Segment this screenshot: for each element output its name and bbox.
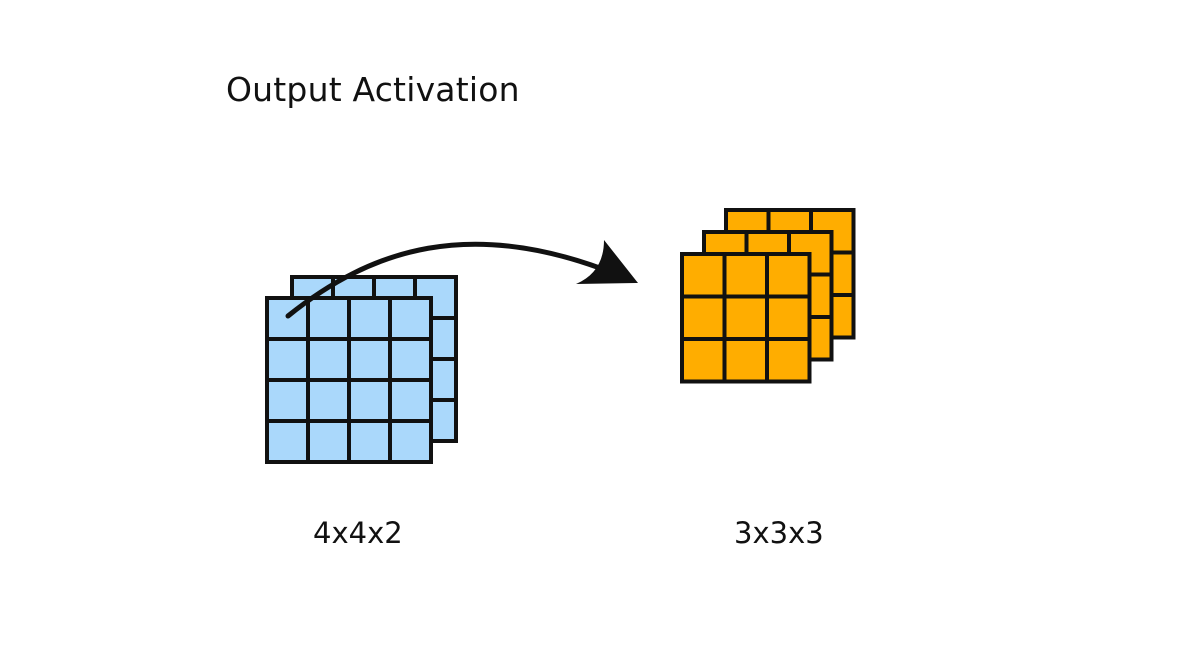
input-tensor-cell — [347, 337, 392, 382]
input-tensor-cell — [347, 296, 392, 341]
arrow-curve — [285, 241, 621, 319]
output-tensor-stack — [680, 208, 856, 384]
input-tensor-layer-1 — [265, 296, 433, 464]
output-tensor-cell — [765, 252, 812, 299]
output-dimension-label: 3x3x3 — [734, 516, 824, 550]
input-dimension-label: 4x4x2 — [313, 516, 403, 550]
diagram-title: Output Activation — [226, 70, 520, 109]
input-tensor-cell — [306, 419, 351, 464]
input-tensor-cell — [347, 378, 392, 423]
output-tensor-cell — [680, 252, 727, 299]
output-tensor-cell — [765, 294, 812, 341]
input-tensor-cell — [306, 337, 351, 382]
input-tensor-cell — [388, 296, 433, 341]
arrow-head — [576, 240, 638, 284]
output-tensor-cell — [722, 252, 769, 299]
input-tensor-cell — [388, 419, 433, 464]
input-tensor-cell — [347, 419, 392, 464]
input-tensor-stack — [265, 275, 458, 464]
input-tensor-cell — [306, 296, 351, 341]
transform-arrow-icon — [285, 240, 638, 319]
output-tensor-cell — [722, 294, 769, 341]
input-tensor-cell — [388, 337, 433, 382]
input-tensor-cell — [306, 378, 351, 423]
input-tensor-cell — [265, 378, 310, 423]
output-tensor-cell — [680, 294, 727, 341]
input-tensor-cell — [388, 378, 433, 423]
output-tensor-cell — [765, 337, 812, 384]
output-tensor-cell — [680, 337, 727, 384]
input-tensor-cell — [265, 419, 310, 464]
input-tensor-cell — [265, 337, 310, 382]
output-tensor-cell — [722, 337, 769, 384]
output-tensor-layer-1 — [680, 252, 812, 384]
